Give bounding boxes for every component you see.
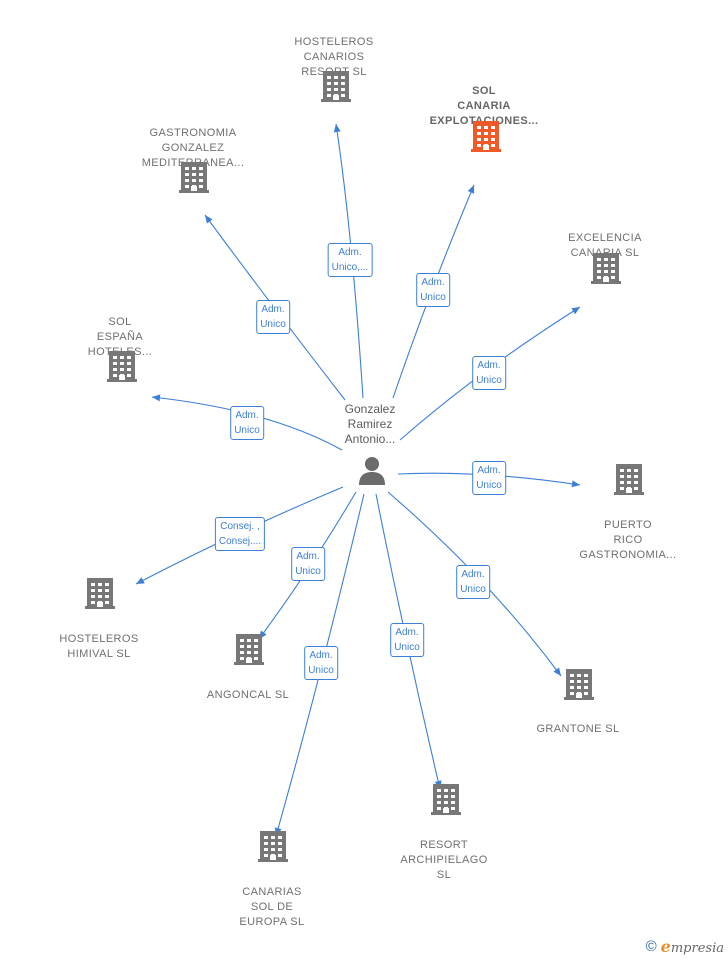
company-name-line: EUROPA SL: [239, 916, 305, 928]
company-name-line: GASTRONOMIA...: [579, 549, 677, 561]
person-name-line: Ramirez: [347, 417, 393, 431]
role-label-line: Adm.: [296, 551, 320, 562]
building-icon[interactable]: [613, 462, 645, 496]
person-name-line: Gonzalez: [344, 402, 396, 416]
role-label-line: Adm.: [461, 569, 485, 580]
role-label-sol-espana[interactable]: Adm. Unico: [230, 406, 264, 440]
company-name-grantone[interactable]: GRANTONE SL: [536, 722, 619, 737]
company-name-line: RESORT: [419, 839, 469, 851]
company-name-line: SL: [436, 869, 452, 881]
role-label-angoncal[interactable]: Adm. Unico: [291, 547, 325, 581]
person-name-line: Antonio...: [344, 432, 396, 446]
role-label-hosteleros-canarios[interactable]: Adm. Unico,...: [327, 243, 373, 277]
role-label-line: Unico: [308, 665, 334, 676]
company-name-angoncal[interactable]: ANGONCAL SL: [207, 688, 289, 703]
building-icon[interactable]: [106, 349, 138, 383]
copyright-icon: ©: [645, 938, 657, 955]
role-label-resort-archipielago[interactable]: Adm. Unico: [390, 623, 424, 657]
company-name-line: SOL: [108, 316, 132, 328]
building-icon[interactable]: [84, 576, 116, 610]
arrowhead-puerto-rico: [571, 480, 580, 488]
role-label-sol-canaria[interactable]: Adm. Unico: [416, 273, 450, 307]
company-name-line: HOSTELEROS: [59, 633, 139, 645]
role-label-line: Unico: [234, 425, 260, 436]
building-icon[interactable]: [563, 667, 595, 701]
footer-brand[interactable]: © empresia: [646, 937, 724, 956]
role-label-line: Unico: [476, 375, 502, 386]
role-label-canarias-sol-europa[interactable]: Adm. Unico: [304, 646, 338, 680]
role-label-line: Consej....: [218, 536, 262, 547]
role-label-line: Adm.: [395, 627, 419, 638]
building-icon[interactable]: [257, 829, 289, 863]
role-label-line: Adm.: [477, 465, 501, 476]
brand-logo: empresia: [660, 937, 724, 956]
building-icon[interactable]: [178, 160, 210, 194]
company-name-puerto-rico[interactable]: PUERTO RICO GASTRONOMIA...: [579, 518, 676, 563]
role-label-gastronomia-gonzalez[interactable]: Adm. Unico: [256, 300, 290, 334]
role-label-line: Adm.: [309, 650, 333, 661]
arrowhead-sol-canaria: [467, 185, 475, 194]
role-label-hosteleros-himival[interactable]: Consej. , Consej....: [214, 517, 266, 551]
role-label-grantone[interactable]: Adm. Unico: [456, 565, 490, 599]
role-label-line: Unico: [295, 566, 321, 577]
company-name-line: HOSTELEROS: [294, 36, 374, 48]
company-name-line: ANGONCAL SL: [206, 689, 290, 701]
company-name-line: RICO: [613, 534, 643, 546]
person-icon[interactable]: [357, 455, 387, 485]
role-label-line: Consej. ,: [220, 521, 260, 532]
building-icon[interactable]: [470, 119, 502, 153]
company-name-line: CANARIA: [457, 100, 511, 112]
role-label-line: Adm.: [261, 304, 285, 315]
role-label-line: Unico: [476, 480, 502, 491]
company-name-sol-canaria[interactable]: SOLCANARIAEXPLOTACIONES...: [430, 84, 539, 129]
role-label-puerto-rico[interactable]: Adm. Unico: [472, 461, 506, 495]
building-icon[interactable]: [320, 69, 352, 103]
role-label-line: Adm.: [421, 277, 445, 288]
role-label-line: Unico: [460, 584, 486, 595]
role-label-line: Adm.: [235, 410, 259, 421]
company-name-line: GRANTONE SL: [536, 723, 620, 735]
company-name-line: CANARIAS: [242, 886, 302, 898]
role-label-line: Unico: [420, 292, 446, 303]
arrowhead-hosteleros-himival: [136, 577, 145, 584]
company-name-line: ARCHIPIELAGO: [400, 854, 488, 866]
arrowhead-gastronomia-gonzalez: [205, 215, 213, 224]
arrowhead-grantone: [553, 667, 561, 676]
arrowhead-sol-espana: [152, 394, 161, 402]
company-name-hosteleros-himival[interactable]: HOSTELEROS HIMIVAL SL: [59, 632, 138, 662]
company-name-line: PUERTO: [604, 519, 652, 531]
role-label-excelencia-canaria[interactable]: Adm. Unico: [472, 356, 506, 390]
company-name-line: EXCELENCIA: [568, 232, 642, 244]
company-name-resort-archipielago[interactable]: RESORT ARCHIPIELAGO SL: [400, 838, 487, 883]
company-name-gastronomia-gonzalez[interactable]: GASTRONOMIAGONZALEZMEDITERRANEA...: [142, 126, 245, 171]
role-label-line: Adm.: [477, 360, 501, 371]
company-name-line: GASTRONOMIA: [149, 127, 237, 139]
company-name-line: SOL: [472, 85, 496, 97]
company-name-canarias-sol-europa[interactable]: CANARIAS SOL DE EUROPA SL: [239, 885, 304, 930]
edge-gastronomia-gonzalez: [204, 214, 346, 401]
company-name-line: HIMIVAL SL: [67, 648, 131, 660]
company-name-line: SOL DE: [250, 901, 294, 913]
role-label-line: Adm.: [338, 247, 362, 258]
role-label-line: Unico,...: [331, 262, 369, 273]
company-name-line: GONZALEZ: [161, 142, 225, 154]
company-name-line: CANARIOS: [303, 51, 365, 63]
building-icon[interactable]: [233, 632, 265, 666]
role-label-line: Unico: [394, 642, 420, 653]
building-icon[interactable]: [590, 251, 622, 285]
company-name-line: ESPAÑA: [96, 331, 144, 343]
building-icon[interactable]: [430, 782, 462, 816]
role-label-line: Unico: [260, 319, 286, 330]
arrowhead-hosteleros-canarios: [333, 124, 341, 133]
arrowhead-excelencia-canaria: [571, 307, 580, 315]
